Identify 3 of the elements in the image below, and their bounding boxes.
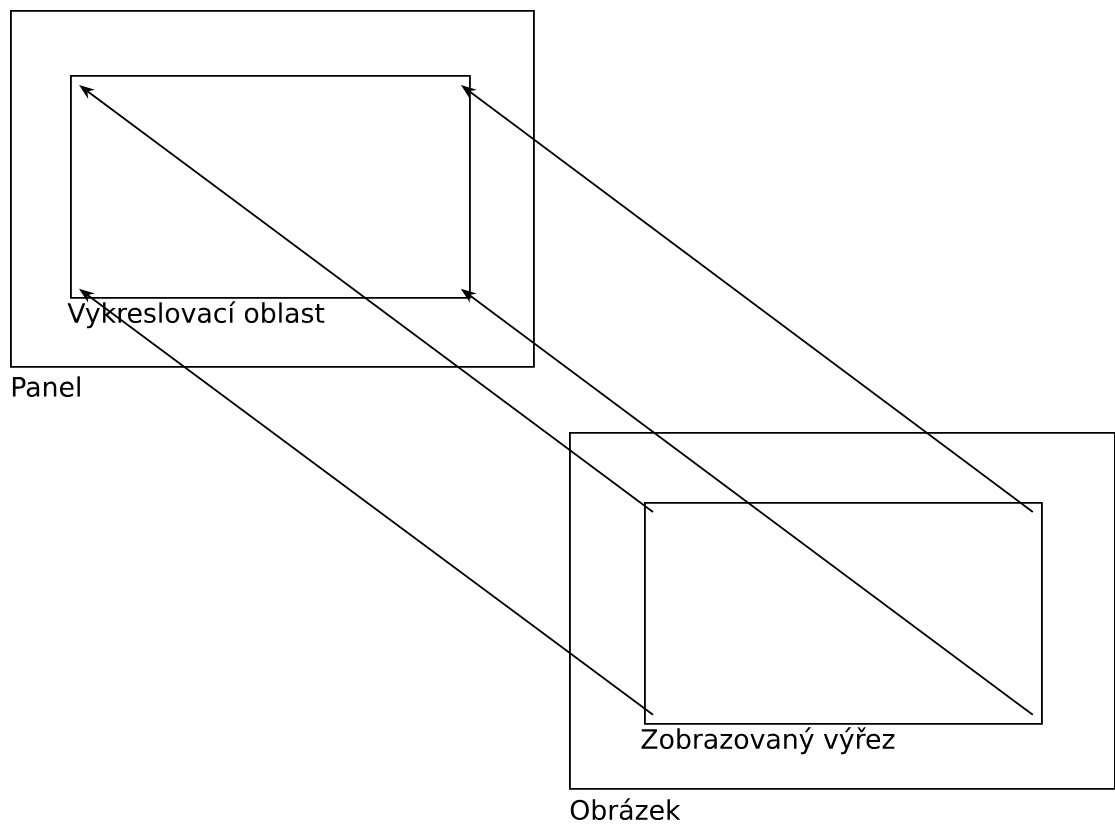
box-label: Zobrazovaný výřez [641, 727, 895, 755]
box-label: Obrázek [570, 798, 681, 820]
box-label: Panel [12, 376, 80, 397]
